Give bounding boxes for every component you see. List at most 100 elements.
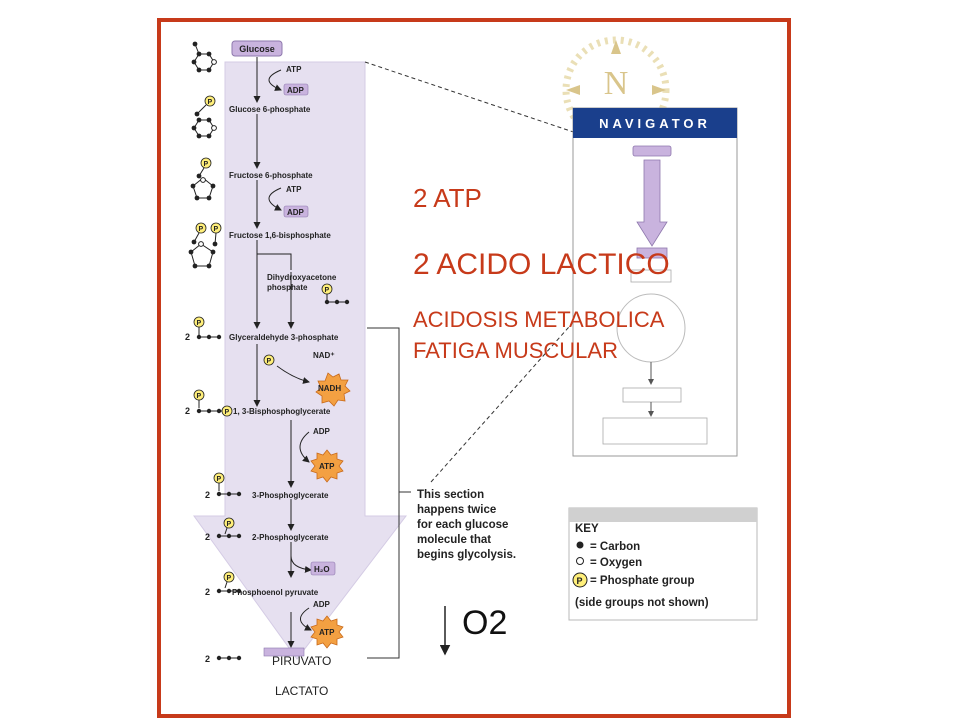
oxygen-icon bbox=[576, 557, 584, 565]
g6p-label: Glucose 6-phosphate bbox=[229, 105, 311, 114]
atp-label-1: ATP bbox=[286, 65, 302, 74]
split-connector bbox=[257, 253, 292, 270]
svg-text:P: P bbox=[225, 409, 230, 416]
svg-text:P: P bbox=[208, 99, 213, 106]
nad-label: NAD⁺ bbox=[313, 351, 335, 360]
glucose-box bbox=[231, 40, 283, 57]
bpg-molecule: P 2 P bbox=[185, 389, 233, 417]
svg-text:P: P bbox=[577, 576, 583, 586]
acidosis-label: ACIDOSIS METABOLICA bbox=[413, 307, 665, 332]
oxygen-label: O2 bbox=[462, 604, 508, 642]
svg-text:P: P bbox=[217, 476, 222, 483]
key-phosphate: = Phosphate group bbox=[590, 575, 694, 587]
atp-label-2: ATP bbox=[286, 185, 302, 194]
note-line-5: begins glycolysis. bbox=[417, 549, 516, 561]
f16bp-label: Fructose 1,6-bisphosphate bbox=[229, 231, 331, 240]
adp-atp-curve-4 bbox=[300, 607, 312, 631]
note-line-3: for each glucose bbox=[417, 519, 508, 531]
process-arrow bbox=[193, 61, 408, 660]
svg-text:2: 2 bbox=[185, 406, 190, 416]
svg-text:P: P bbox=[227, 575, 232, 582]
pep-molecule: P 2 bbox=[205, 571, 242, 597]
svg-text:P: P bbox=[199, 226, 204, 233]
dhap-label-1: Dihydroxyacetone bbox=[267, 273, 337, 282]
svg-text:P: P bbox=[197, 393, 202, 400]
atp-total-label: 2 ATP bbox=[413, 183, 482, 213]
adp-label-4: ADP bbox=[313, 600, 331, 609]
compass-letter: N bbox=[604, 65, 629, 102]
svg-text:2: 2 bbox=[205, 654, 210, 664]
atp-starburst-1 bbox=[310, 449, 344, 483]
navigator-pyruvate-box bbox=[636, 247, 668, 259]
note-line-2: happens twice bbox=[417, 504, 496, 516]
g6p-molecule: P bbox=[191, 95, 217, 139]
pyruvate-box bbox=[263, 647, 305, 657]
nad-curve bbox=[276, 365, 310, 384]
glucose-molecule bbox=[191, 41, 217, 73]
pg3-molecule: P 2 bbox=[205, 472, 242, 500]
svg-text:2: 2 bbox=[205, 587, 210, 597]
phosphate-icon bbox=[572, 572, 588, 588]
navigator-header bbox=[573, 108, 737, 138]
adp-box-2 bbox=[283, 205, 309, 218]
lactic-acid-label: 2 ACIDO LACTICO bbox=[413, 248, 670, 281]
pg3-label: 3-Phosphoglycerate bbox=[252, 491, 329, 500]
key-oxygen: = Oxygen bbox=[590, 557, 642, 569]
pg2-label: 2-Phosphoglycerate bbox=[252, 533, 329, 542]
navigator-arrow bbox=[636, 159, 668, 247]
slide-frame: Glucose ATP ADP Glucose 6-phosphate Fruc… bbox=[157, 18, 791, 718]
f6p-label: Fructose 6-phosphate bbox=[229, 171, 313, 180]
g3p-label: Glyceraldehyde 3-phosphate bbox=[229, 333, 339, 342]
atp-adp-curve-1 bbox=[268, 69, 282, 91]
navigator-title: NAVIGATOR bbox=[599, 116, 711, 131]
adp-label-2: ADP bbox=[287, 208, 305, 217]
svg-text:P: P bbox=[204, 161, 209, 168]
f6p-molecule: P bbox=[190, 157, 216, 201]
atp-label-3: ATP bbox=[319, 462, 335, 471]
twice-bracket bbox=[367, 327, 400, 659]
water-box bbox=[310, 561, 336, 576]
atp-label-4: ATP bbox=[319, 628, 335, 637]
pyruvate-label: PIRUVATO bbox=[272, 654, 332, 668]
bpg-label: 1, 3-Bisphosphoglycerate bbox=[233, 407, 331, 416]
navigator-step-box-3 bbox=[602, 417, 708, 445]
svg-text:2: 2 bbox=[205, 490, 210, 500]
note-line-1: This section bbox=[417, 489, 484, 501]
atp-adp-curve-2 bbox=[268, 187, 282, 211]
atp-starburst-2 bbox=[310, 615, 344, 649]
adp-label-3: ADP bbox=[313, 427, 331, 436]
water-label: H₂O bbox=[314, 565, 330, 574]
nad-phosphate-molecule: P bbox=[263, 354, 275, 366]
svg-text:P: P bbox=[267, 358, 272, 365]
nadh-label: NADH bbox=[318, 384, 341, 393]
pyruvate-molecule: 2 bbox=[205, 654, 242, 664]
zoom-line-top bbox=[364, 61, 634, 153]
glycolysis-diagram: Glucose ATP ADP Glucose 6-phosphate Fruc… bbox=[185, 36, 781, 710]
navigator-step-box-2 bbox=[622, 387, 682, 403]
navigator-glucose-box bbox=[632, 145, 672, 157]
key-header bbox=[569, 508, 757, 522]
svg-text:P: P bbox=[214, 226, 219, 233]
water-curve bbox=[290, 555, 312, 573]
bottom-mask bbox=[401, 662, 781, 710]
navigator-step-box-1 bbox=[630, 269, 672, 283]
dhap-molecule: P bbox=[321, 283, 350, 305]
svg-text:2: 2 bbox=[205, 532, 210, 542]
carbon-icon bbox=[576, 541, 584, 549]
pg2-molecule: P 2 bbox=[205, 517, 242, 542]
pep-label: Phosphoenol pyruvate bbox=[232, 588, 319, 597]
svg-text:2: 2 bbox=[185, 332, 190, 342]
dhap-label-2: phosphate bbox=[267, 283, 308, 292]
lactate-label: LACTATO bbox=[275, 684, 329, 698]
g3p-molecule: P 2 bbox=[185, 316, 222, 342]
nadh-starburst bbox=[315, 372, 351, 407]
note-line-4: molecule that bbox=[417, 534, 491, 546]
glucose-label: Glucose bbox=[239, 44, 275, 54]
key-carbon: = Carbon bbox=[590, 541, 640, 553]
adp-box-1 bbox=[283, 83, 309, 96]
svg-text:P: P bbox=[325, 287, 330, 294]
adp-atp-curve-3 bbox=[299, 431, 310, 463]
svg-text:P: P bbox=[197, 320, 202, 327]
svg-text:P: P bbox=[227, 521, 232, 528]
fatigue-label: FATIGA MUSCULAR bbox=[413, 338, 618, 363]
